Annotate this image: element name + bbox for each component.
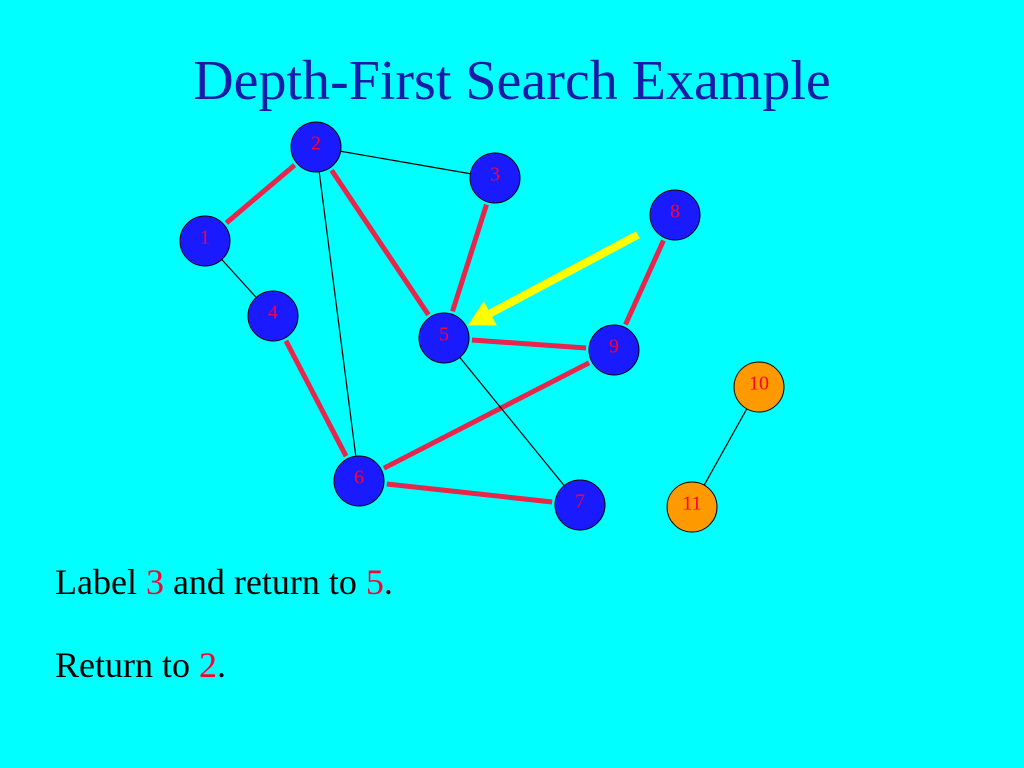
node-2-circle [290, 121, 342, 173]
node-8-label: 8 [670, 201, 680, 223]
edge-4-6 [283, 339, 349, 458]
node-4: 4 [247, 290, 299, 342]
edge-10-11 [703, 408, 748, 486]
node-6: 6 [333, 455, 385, 507]
node-1-label: 1 [200, 227, 210, 249]
node-11: 11 [666, 481, 718, 533]
edge-9-6 [382, 360, 591, 471]
node-2: 2 [290, 121, 342, 173]
node-9: 9 [588, 324, 640, 376]
node-3-circle [469, 152, 521, 204]
node-11-label: 11 [682, 493, 701, 515]
caption-2-prefix: Return to [55, 645, 199, 685]
arrow-head [467, 301, 497, 326]
nodes-layer: 1 2 3 4 5 6 7 8 9 10 11 [179, 121, 785, 533]
caption-1-node-b: 5 [365, 562, 384, 602]
slide-title: Depth-First Search Example [193, 50, 831, 112]
edge-2-3 [340, 150, 471, 175]
node-9-circle [588, 324, 640, 376]
arrow-shaft [486, 231, 640, 319]
caption-2-node: 2 [198, 645, 217, 685]
node-5: 5 [418, 312, 470, 364]
edge-1-4 [221, 259, 257, 298]
edges-layer [221, 150, 748, 505]
edge-5-9 [471, 337, 587, 351]
node-11-circle [666, 481, 718, 533]
node-1: 1 [179, 215, 231, 267]
node-6-circle [333, 455, 385, 507]
edge-6-7 [386, 481, 553, 505]
caption-2-suffix: . [216, 645, 226, 685]
node-6-label: 6 [354, 467, 364, 489]
node-7-circle [554, 479, 606, 531]
caption-1-prefix: Label [55, 562, 146, 602]
caption-line-1: Label 3 and return to 5. [55, 561, 393, 604]
node-7: 7 [554, 479, 606, 531]
node-4-circle [247, 290, 299, 342]
node-5-circle [418, 312, 470, 364]
caption-1-node-a: 3 [145, 562, 164, 602]
edge-5-7 [459, 357, 565, 486]
caption-line-2: Return to 2. [55, 644, 226, 687]
caption-1-middle: and return to [163, 562, 366, 602]
node-5-label: 5 [439, 324, 449, 346]
node-3-label: 3 [490, 164, 500, 186]
node-10: 10 [733, 361, 785, 413]
node-8: 8 [649, 189, 701, 241]
edge-3-5 [450, 203, 489, 313]
edge-2-5 [329, 168, 431, 317]
arrow-layer [467, 231, 640, 326]
node-8-circle [649, 189, 701, 241]
edge-1-2 [224, 163, 297, 225]
node-7-label: 7 [575, 491, 585, 513]
node-10-label: 10 [749, 373, 769, 395]
caption-1-suffix: . [383, 562, 393, 602]
node-9-label: 9 [609, 336, 619, 358]
edge-2-6 [318, 171, 357, 457]
node-2-label: 2 [311, 133, 321, 155]
node-4-label: 4 [268, 302, 278, 324]
node-1-circle [179, 215, 231, 267]
edge-8-9 [623, 239, 666, 326]
node-3: 3 [469, 152, 521, 204]
node-10-circle [733, 361, 785, 413]
